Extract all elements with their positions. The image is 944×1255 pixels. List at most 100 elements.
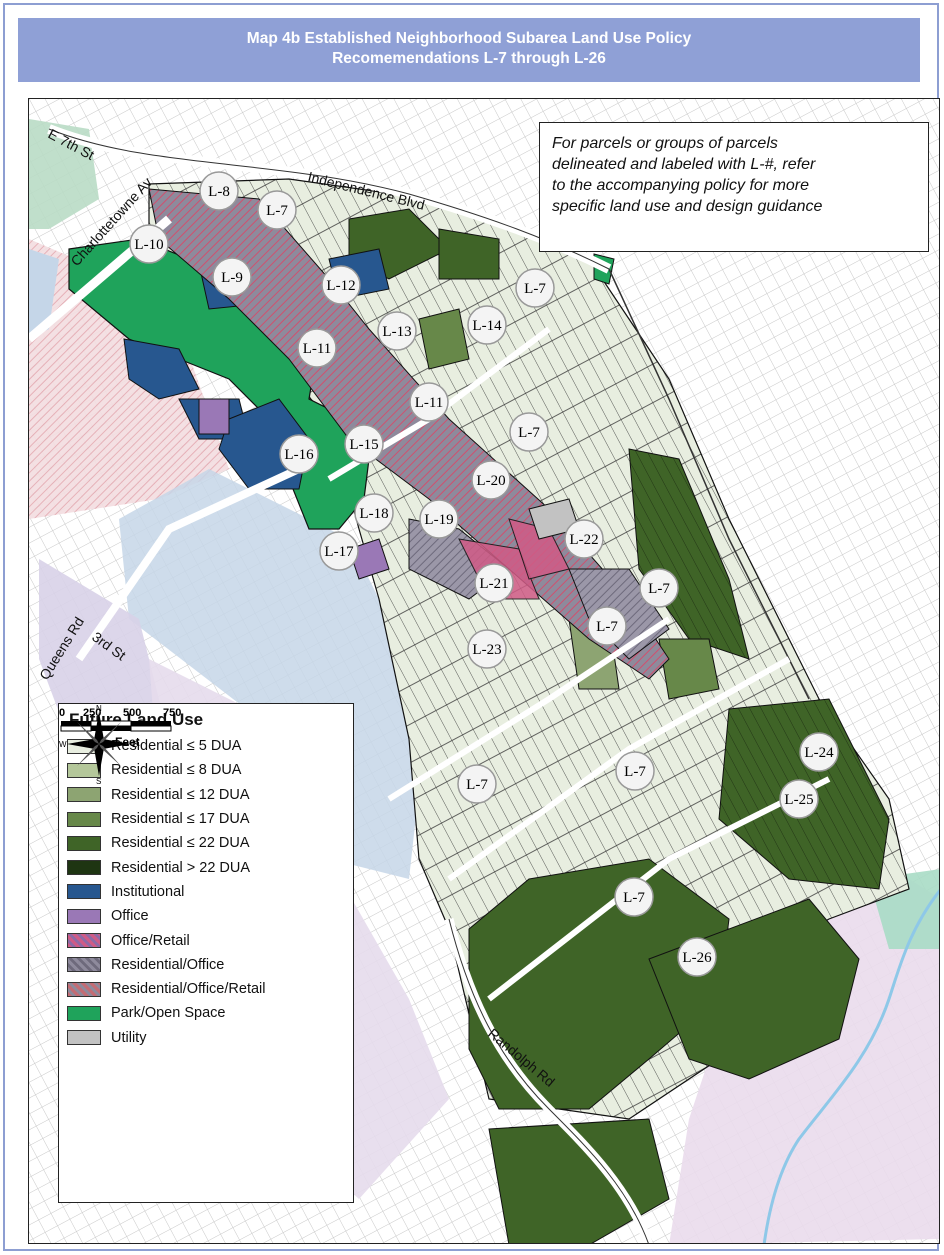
legend-swatch (67, 811, 101, 827)
legend-label: Residential ≤ 8 DUA (111, 762, 242, 779)
policy-label-text: L-11 (303, 341, 332, 357)
policy-label-text: L-18 (359, 506, 388, 522)
policy-label[interactable]: L-11 (409, 382, 449, 422)
policy-label-text: L-15 (349, 437, 378, 453)
policy-note-box: For parcels or groups of parcels delinea… (539, 122, 929, 252)
policy-label[interactable]: L-7 (457, 764, 497, 804)
policy-label-text: L-7 (623, 890, 645, 906)
legend-label: Residential ≤ 22 DUA (111, 835, 250, 852)
policy-label[interactable]: L-7 (509, 412, 549, 452)
scale-tick-500: 500 (123, 707, 141, 719)
policy-label-text: L-19 (424, 512, 453, 528)
legend-label: Residential/Office/Retail (111, 981, 266, 998)
legend-item: Office (67, 904, 345, 928)
policy-label[interactable]: L-20 (471, 460, 511, 500)
compass-s: S (96, 777, 101, 784)
scale-tick-250: 250 (83, 707, 101, 719)
legend-items: Residential ≤ 5 DUA Residential ≤ 8 DUA Re… (67, 734, 345, 1050)
legend-item: Residential ≤ 22 DUA (67, 831, 345, 855)
legend-label: Park/Open Space (111, 1005, 226, 1022)
policy-label[interactable]: L-23 (467, 629, 507, 669)
legend-item: Residential ≤ 8 DUA (67, 758, 345, 782)
legend-item: Park/Open Space (67, 1001, 345, 1025)
policy-label-text: L-7 (466, 777, 488, 793)
map-title-line-1: Map 4b Established Neighborhood Subarea … (246, 30, 692, 47)
policy-label-text: L-9 (221, 270, 243, 286)
policy-label-text: L-8 (208, 184, 230, 200)
legend-label: Utility (111, 1029, 147, 1046)
policy-label[interactable]: L-7 (515, 268, 555, 308)
policy-label[interactable]: L-12 (321, 265, 361, 305)
policy-label[interactable]: L-19 (419, 499, 459, 539)
policy-label[interactable]: L-26 (677, 937, 717, 977)
policy-label-text: L-24 (804, 745, 834, 761)
compass-e: E (132, 740, 137, 749)
legend-label: Office (111, 908, 149, 925)
legend-swatch (67, 860, 101, 876)
scale-tick-750: 750 (163, 707, 181, 719)
scale-tick-0: 0 (59, 707, 65, 719)
policy-label-text: L-23 (472, 642, 501, 658)
policy-label-text: L-11 (415, 395, 444, 411)
policy-label[interactable]: L-15 (344, 424, 384, 464)
policy-label[interactable]: L-10 (129, 224, 169, 264)
policy-label-text: L-22 (569, 532, 598, 548)
legend-item: Residential ≤ 17 DUA (67, 807, 345, 831)
policy-label-text: L-26 (682, 950, 712, 966)
policy-label[interactable]: L-7 (614, 877, 654, 917)
compass-n: N (96, 704, 102, 713)
legend-swatch (67, 908, 101, 924)
policy-label[interactable]: L-21 (474, 563, 514, 603)
map-canvas[interactable]: E 7th St Charlottetowne Av Independence … (28, 98, 940, 1244)
policy-label[interactable]: L-8 (199, 171, 239, 211)
policy-label[interactable]: L-13 (377, 311, 417, 351)
policy-label-text: L-13 (382, 324, 411, 340)
legend-swatch (67, 787, 101, 803)
legend-item: Residential ≤ 12 DUA (67, 783, 345, 807)
policy-label-text: L-10 (134, 237, 163, 253)
legend-item: Residential/Office (67, 953, 345, 977)
legend-label: Residential ≤ 17 DUA (111, 811, 250, 828)
legend-item: Utility (67, 1026, 345, 1050)
legend-swatch (67, 1030, 101, 1046)
policy-label[interactable]: L-7 (639, 568, 679, 608)
legend-label: Office/Retail (111, 932, 190, 949)
policy-label[interactable]: L-7 (587, 606, 627, 646)
policy-label-text: L-7 (518, 425, 540, 441)
policy-label-text: L-16 (284, 447, 314, 463)
policy-label[interactable]: L-17 (319, 531, 359, 571)
policy-label[interactable]: L-14 (467, 305, 507, 345)
legend-label: Residential ≤ 5 DUA (111, 738, 242, 755)
scale-bar: 0 250 500 750 Feet (59, 707, 181, 749)
policy-label[interactable]: L-11 (297, 328, 337, 368)
legend-swatch (67, 884, 101, 900)
policy-label[interactable]: L-9 (212, 257, 252, 297)
legend-item: Office/Retail (67, 928, 345, 952)
map-title-line-2: Recomemendations L-7 through L-26 (332, 50, 606, 67)
legend-label: Residential > 22 DUA (111, 859, 251, 876)
note-line-3: to the accompanying policy for more (552, 177, 810, 194)
legend-swatch (67, 762, 101, 778)
policy-label[interactable]: L-24 (799, 732, 839, 772)
policy-label[interactable]: L-16 (279, 434, 319, 474)
policy-label-text: L-20 (476, 473, 505, 489)
note-line-1: For parcels or groups of parcels (552, 135, 778, 152)
legend-swatch (67, 835, 101, 851)
map-title-bar: Map 4b Established Neighborhood Subarea … (18, 18, 920, 82)
policy-label-text: L-17 (324, 544, 354, 560)
note-line-4: specific land use and design guidance (552, 198, 823, 215)
legend-item: Institutional (67, 880, 345, 904)
policy-label[interactable]: L-25 (779, 779, 819, 819)
legend-label: Residential ≤ 12 DUA (111, 786, 250, 803)
policy-label-text: L-21 (479, 576, 508, 592)
legend-swatch (67, 1005, 101, 1021)
policy-label-text: L-7 (648, 581, 670, 597)
policy-label[interactable]: L-22 (564, 519, 604, 559)
legend-item: Residential > 22 DUA (67, 855, 345, 879)
policy-label[interactable]: L-18 (354, 493, 394, 533)
policy-label[interactable]: L-7 (615, 751, 655, 791)
legend-swatch (67, 933, 101, 949)
policy-label[interactable]: L-7 (257, 190, 297, 230)
